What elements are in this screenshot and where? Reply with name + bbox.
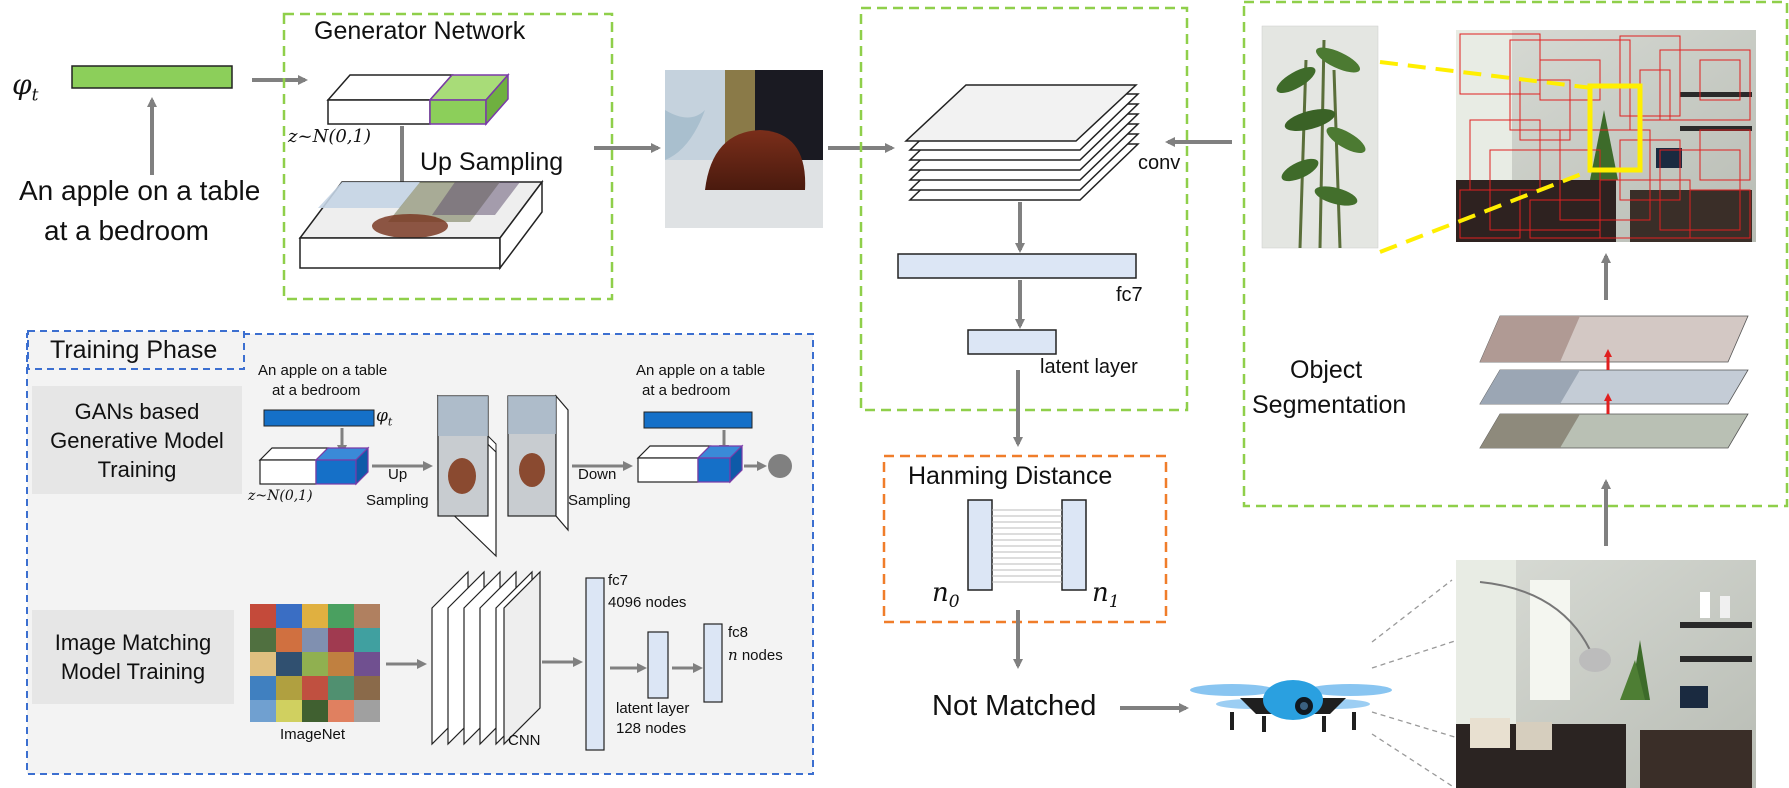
train-fc7-label-line1: fc7 [608,572,629,589]
zoom-line-bottom [1379,168,1593,254]
generator-noise-label: z~N(0,1) [288,126,371,147]
gan-phi-label: φt [376,406,393,429]
gan-left-caption-line1: An apple on a table [258,362,388,379]
discriminator-output-node [768,454,792,478]
matching-network-box [859,6,1189,412]
not-matched-label: Not Matched [932,690,1097,722]
gan-right-caption-line1: An apple on a table [636,362,766,379]
segmentation-label-line1: Object [1290,356,1363,384]
input-caption-line2: at a bedroom [44,215,209,246]
train-fc7-label-line2: 4096 nodes [608,594,687,611]
hamming-n0-label: n0 [932,578,960,613]
gan-left-caption-line2: at a bedroom [272,382,361,399]
gan-down-label-line1: Down [578,466,617,483]
latent-label: latent layer [1040,356,1138,378]
conv-layer-stack [904,84,1140,201]
gan-left-embedding [263,409,375,427]
train-fc8-layer [703,623,723,703]
gan-left-input-block [258,446,370,486]
zoom-line-top [1379,60,1593,90]
fc7-layer [897,253,1137,279]
upsampled-feature-slab [298,179,544,271]
train-fc8-label-line1: fc8 [728,624,749,641]
training-phase-title: Training Phase [50,336,218,364]
text-embedding-bar [71,65,233,89]
drone-view-lines [1371,579,1459,787]
gan-up-label-line1: Up [388,466,408,483]
gan-generated-slab-2 [507,394,569,532]
gan-noise-label: z~N(0,1) [248,488,313,504]
hamming-comparison-lines [992,509,1062,583]
hash-code-n1 [1061,499,1087,591]
gan-right-embedding [643,411,753,429]
plant-crop-image [1261,25,1379,249]
gan-up-label-line2: Sampling [366,492,429,509]
train-fc8-label-line2: n nodes [728,646,783,664]
generator-upsampling-label: Up Sampling [420,148,564,176]
generated-apple-image [665,70,823,228]
cnn-layer-stack [431,570,541,746]
segmented-room-image [1456,30,1756,242]
imagenet-grid [250,604,380,722]
latent-layer [967,329,1057,355]
fc7-label: fc7 [1116,284,1143,306]
segmentation-label-line2: Segmentation [1252,391,1407,419]
training-phase-title-box [27,330,245,370]
conv-label: conv [1138,152,1181,174]
generator-network-box [282,12,614,301]
imagenet-label: ImageNet [280,726,346,743]
phi-symbol: φt [12,68,39,106]
pyramid-layers [1479,315,1749,449]
gan-down-label-line2: Sampling [568,492,631,509]
input-caption-line1: An apple on a table [19,175,261,206]
drone-image [1190,680,1392,732]
train-latent-label-line2: 128 nodes [616,720,687,737]
hamming-title: Hanming Distance [908,462,1113,490]
object-segmentation-box [1242,0,1789,508]
cnn-label: CNN [508,732,541,749]
gan-right-output-block [636,444,744,484]
hamming-n1-label: n1 [1092,578,1120,613]
gan-generated-slab-1 [436,394,497,558]
generator-title: Generator Network [314,17,526,45]
train-fc7-layer [585,577,605,751]
hash-code-n0 [967,499,993,591]
train-latent-label-line1: latent layer [616,700,690,717]
generator-input-block [326,73,510,126]
detected-object-box [1587,83,1643,173]
gan-right-caption-line2: at a bedroom [642,382,731,399]
train-latent-layer [647,631,669,699]
bedroom-photo [1456,560,1756,788]
